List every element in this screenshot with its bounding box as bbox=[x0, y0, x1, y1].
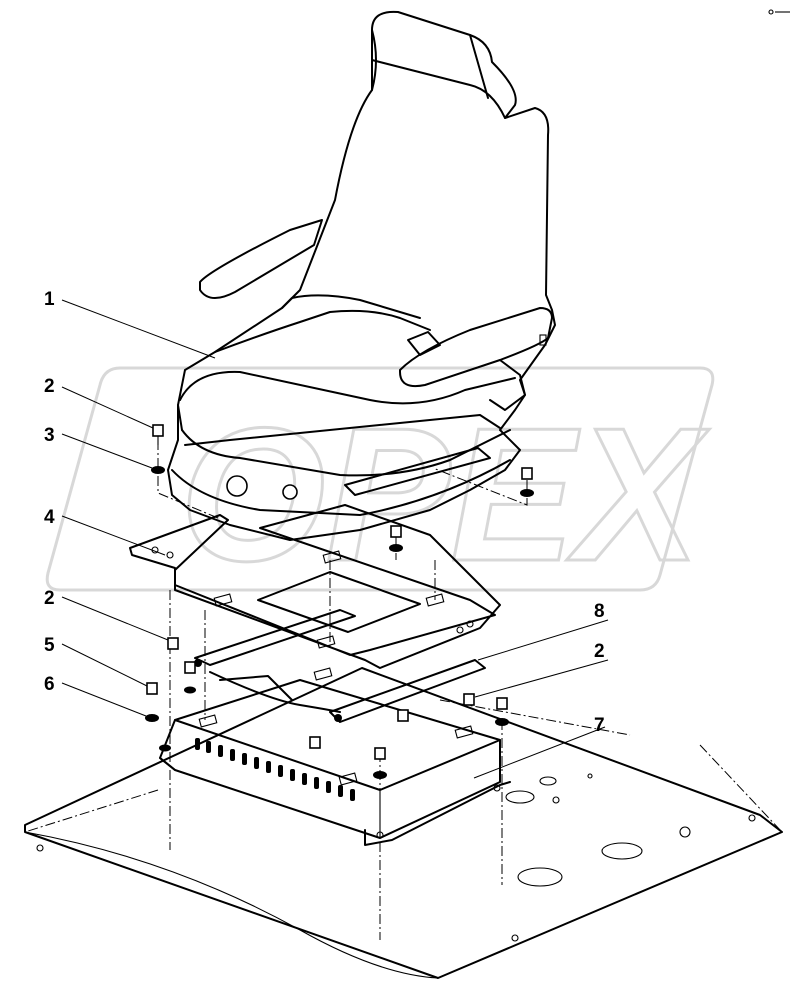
corner-mark bbox=[768, 9, 790, 15]
bolt-item-2-mid bbox=[167, 637, 179, 650]
bolt-item-2-right bbox=[463, 693, 475, 706]
callout-6: 6 bbox=[44, 674, 55, 695]
washer-item-3 bbox=[151, 466, 165, 474]
callout-5: 5 bbox=[44, 635, 55, 656]
vent-slots bbox=[195, 738, 355, 801]
callouts: 1 2 3 4 2 5 6 8 2 7 bbox=[44, 289, 605, 736]
washer-item-6 bbox=[145, 714, 159, 722]
washer-right bbox=[495, 718, 509, 726]
watermark-text: OPEX bbox=[180, 389, 710, 601]
bolt-box-left bbox=[309, 736, 321, 749]
leader-3 bbox=[61, 433, 153, 469]
leader-2a bbox=[61, 386, 154, 429]
washer-box-left bbox=[159, 744, 171, 752]
callout-8: 8 bbox=[594, 601, 605, 622]
bolt-item-5 bbox=[146, 682, 158, 695]
bolt-center bbox=[390, 525, 402, 538]
leader-4 bbox=[61, 515, 166, 556]
callout-2-right: 2 bbox=[594, 641, 605, 662]
seat bbox=[167, 10, 556, 541]
callout-7: 7 bbox=[594, 715, 605, 736]
washers bbox=[145, 466, 534, 779]
leader-1 bbox=[61, 299, 216, 359]
floor-plate bbox=[24, 667, 783, 979]
bolt-item-2-upper bbox=[152, 424, 164, 445]
callout-3: 3 bbox=[44, 425, 55, 446]
leader-8 bbox=[477, 619, 609, 661]
base-box bbox=[159, 679, 511, 846]
leader-6 bbox=[61, 682, 147, 717]
watermark: OPEX bbox=[45, 366, 715, 603]
washer-right-upper bbox=[520, 489, 534, 497]
washer-front bbox=[373, 771, 387, 779]
bolt-rail-right bbox=[397, 709, 409, 722]
leader-5 bbox=[61, 643, 148, 687]
washer-center bbox=[389, 544, 403, 552]
callout-1: 1 bbox=[44, 289, 55, 310]
bolt-item-2-right-upper bbox=[521, 467, 533, 480]
callout-2-upper: 2 bbox=[44, 376, 55, 397]
washer-rail bbox=[184, 686, 196, 694]
bolt-box-front bbox=[374, 747, 386, 760]
bolt-left-rail bbox=[184, 661, 196, 674]
callout-2-mid: 2 bbox=[44, 588, 55, 609]
assembly-axes bbox=[24, 440, 783, 940]
bolt-box-right bbox=[496, 697, 508, 710]
leader-7 bbox=[473, 726, 606, 779]
leader-2c bbox=[474, 659, 609, 698]
leader-lines bbox=[61, 299, 609, 779]
bolts bbox=[146, 424, 533, 760]
callout-4: 4 bbox=[44, 507, 55, 528]
leader-2b bbox=[61, 596, 169, 641]
slide-rails bbox=[194, 609, 486, 723]
